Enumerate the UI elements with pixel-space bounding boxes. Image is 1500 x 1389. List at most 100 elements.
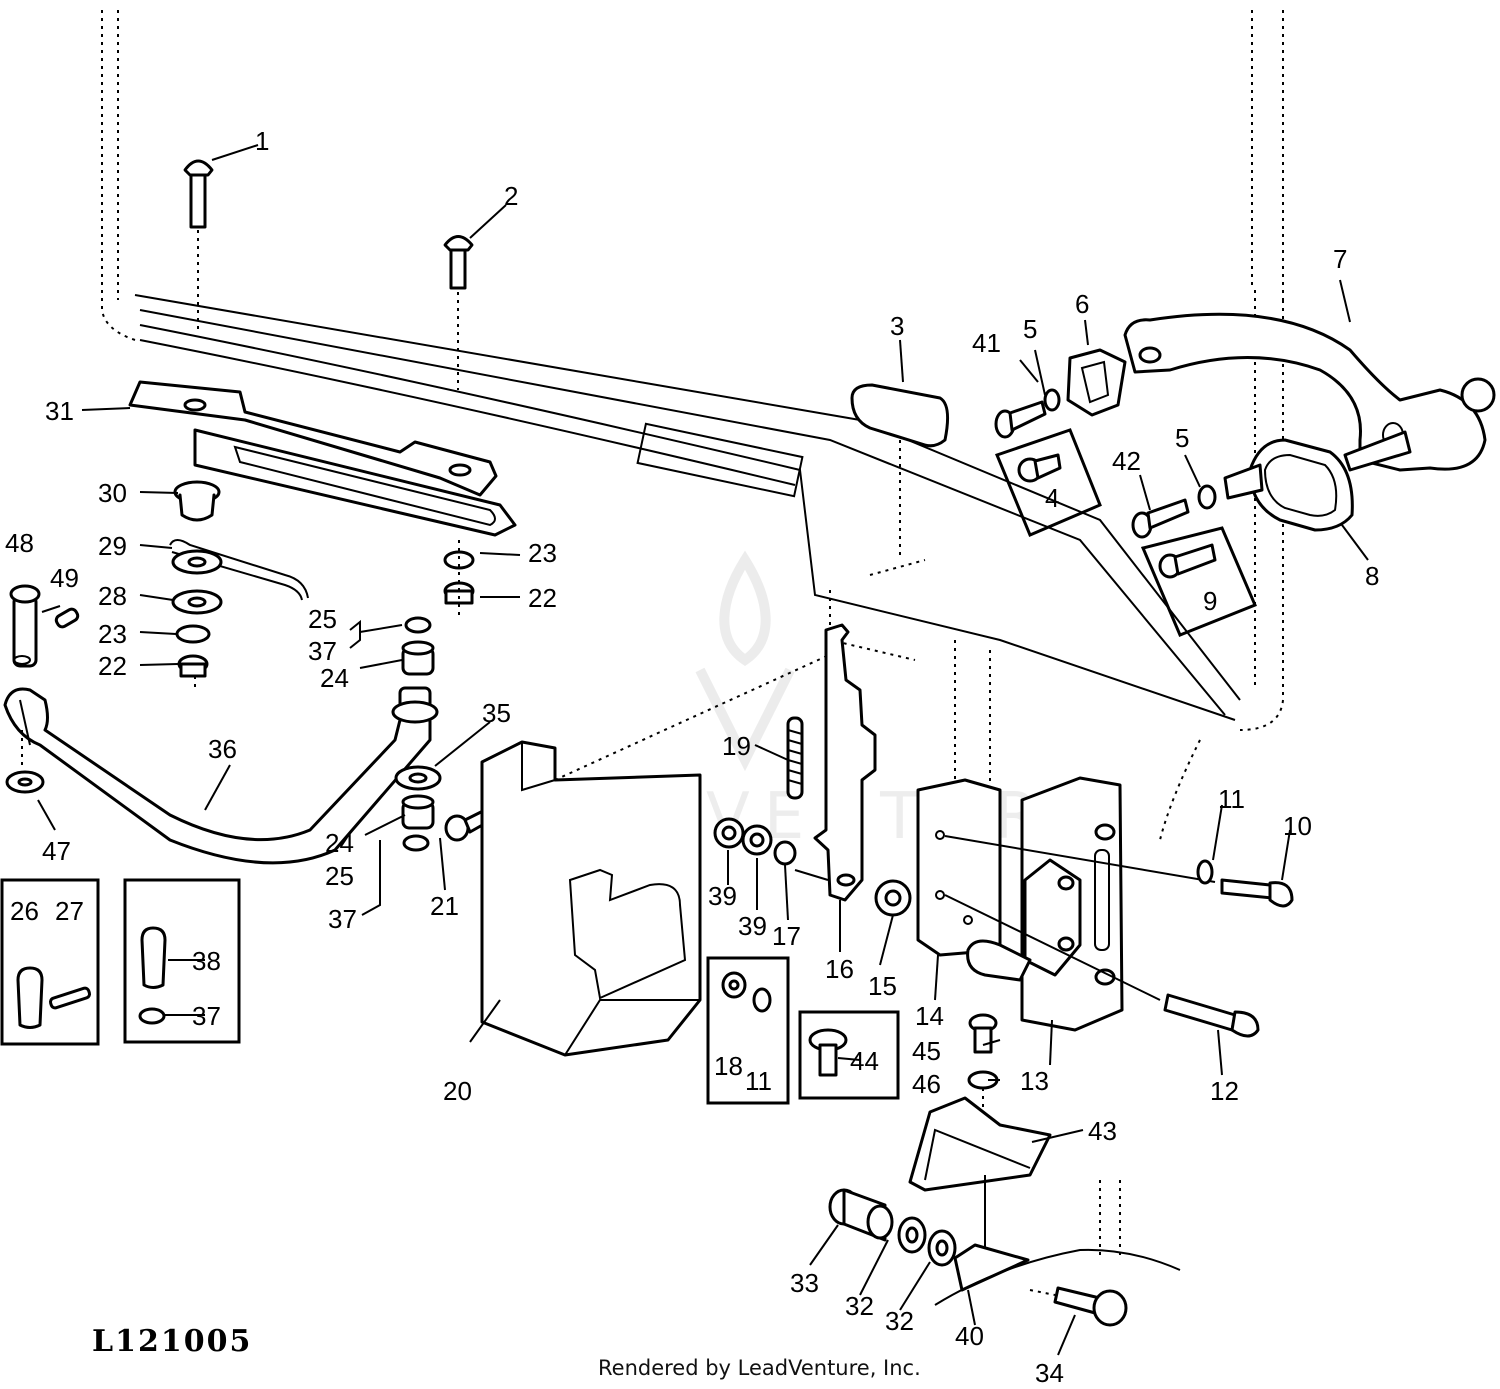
part-5-washer-b: [1197, 484, 1217, 510]
callout-34: 34: [1035, 1358, 1064, 1388]
callout-1: 1: [255, 126, 269, 156]
callout-8: 8: [1365, 561, 1379, 591]
part-14-plate: [916, 778, 1002, 957]
callout-35: 35: [482, 698, 511, 728]
part-47-washer: [5, 730, 45, 794]
callout-4: 4: [1045, 483, 1059, 513]
callout-13: 13: [1020, 1066, 1049, 1096]
callout-24-b: 24: [325, 828, 354, 858]
callout-32-a: 32: [845, 1291, 874, 1321]
callout-46: 46: [912, 1069, 941, 1099]
callout-16: 16: [825, 954, 854, 984]
callout-37-c: 37: [192, 1001, 221, 1031]
part-19-spring: [786, 716, 804, 800]
part-6-pad: [1066, 348, 1127, 417]
callout-29: 29: [98, 531, 127, 561]
part-3-knob: [850, 383, 950, 576]
callout-23-a: 23: [98, 619, 127, 649]
callout-22-b: 22: [528, 583, 557, 613]
callout-32-b: 32: [885, 1306, 914, 1336]
callout-28: 28: [98, 581, 127, 611]
part-48-pin: [9, 584, 41, 668]
kit-box-26-27: [0, 878, 100, 1046]
callout-43: 43: [1088, 1116, 1117, 1146]
part-30-grommet: [173, 480, 221, 522]
callout-39-a: 39: [708, 881, 737, 911]
part-12-bolt: [944, 894, 1260, 1038]
callout-3: 3: [890, 311, 904, 341]
cab-frame-outline: [101, 10, 1284, 1260]
callout-39-b: 39: [738, 911, 767, 941]
callout-40: 40: [955, 1321, 984, 1351]
callout-2: 2: [504, 181, 518, 211]
callout-45: 45: [912, 1036, 941, 1066]
left-hardware-stack: [171, 549, 223, 690]
part-36-rail: [3, 686, 439, 865]
part-29-rod: [169, 539, 309, 601]
callout-12: 12: [1210, 1076, 1239, 1106]
part-42-screw: [1131, 498, 1190, 539]
callout-23-b: 23: [528, 538, 557, 568]
part-7-handle: [1123, 312, 1496, 472]
part-11-washer-a: [1196, 859, 1214, 885]
callout-48: 48: [5, 528, 34, 558]
callout-labels: 1 2 3 4 5 5 6 7 8 9 10 11 11 12 13 14 15…: [5, 126, 1379, 1388]
washers-39-17: [713, 817, 797, 866]
callout-14: 14: [915, 1001, 944, 1031]
callout-7: 7: [1333, 244, 1347, 274]
callout-18: 18: [714, 1051, 743, 1081]
part-40-plate: [953, 1243, 1030, 1292]
kit-box-18-11: [706, 956, 790, 1105]
part-49-pin: [54, 607, 80, 629]
callout-17: 17: [772, 921, 801, 951]
part-5-washer-a: [1043, 388, 1061, 412]
callout-44: 44: [850, 1046, 879, 1076]
part-34-bolt: [934, 1248, 1181, 1327]
callout-22-a: 22: [98, 651, 127, 681]
part-10-bolt: [944, 835, 1294, 908]
callout-21: 21: [430, 891, 459, 921]
kit-box-37-38: [123, 878, 241, 1044]
callout-24-a: 24: [320, 663, 349, 693]
callout-19: 19: [722, 731, 751, 761]
callout-31: 31: [45, 396, 74, 426]
part-16-lever: [794, 623, 877, 902]
callout-15: 15: [868, 971, 897, 1001]
callout-11-a: 11: [1218, 784, 1245, 814]
right-hardware-stack: [443, 540, 475, 620]
lower-bushings: [394, 765, 442, 852]
part-8-grip: [1223, 430, 1412, 532]
callout-42: 42: [1112, 446, 1141, 476]
callout-5-b: 5: [1175, 423, 1189, 453]
callout-5-a: 5: [1023, 314, 1037, 344]
part-45-bolt: [968, 1013, 998, 1054]
part-20-cover: [480, 649, 841, 1057]
callout-30: 30: [98, 478, 127, 508]
callout-37-b: 37: [328, 904, 357, 934]
kit-box-44: [798, 1010, 900, 1100]
callout-10: 10: [1283, 811, 1312, 841]
part-15-bushing: [874, 879, 912, 917]
part-41-screw: [994, 400, 1047, 439]
part-43-shield: [908, 1096, 1052, 1250]
callout-49: 49: [50, 563, 79, 593]
callout-20: 20: [443, 1076, 472, 1106]
part-32-washers: [866, 1204, 957, 1267]
callout-6: 6: [1075, 289, 1089, 319]
kit-box-4: [995, 428, 1102, 537]
callout-11-b: 11: [745, 1066, 772, 1096]
callout-26: 26: [10, 896, 39, 926]
part-1-bolt: [183, 159, 214, 330]
leader-lines: [37, 144, 1369, 1356]
callout-47: 47: [42, 836, 71, 866]
upper-bushings: [401, 616, 435, 676]
rendered-by-credit: Rendered by LeadVenture, Inc.: [598, 1356, 921, 1380]
callout-36: 36: [208, 734, 237, 764]
figure-id-label: L121005: [92, 1324, 253, 1359]
callout-25-a: 25: [308, 604, 337, 634]
part-31-bracket: [128, 380, 517, 537]
callout-41: 41: [972, 328, 1001, 358]
callout-9: 9: [1203, 586, 1217, 616]
callout-37-a: 37: [308, 636, 337, 666]
